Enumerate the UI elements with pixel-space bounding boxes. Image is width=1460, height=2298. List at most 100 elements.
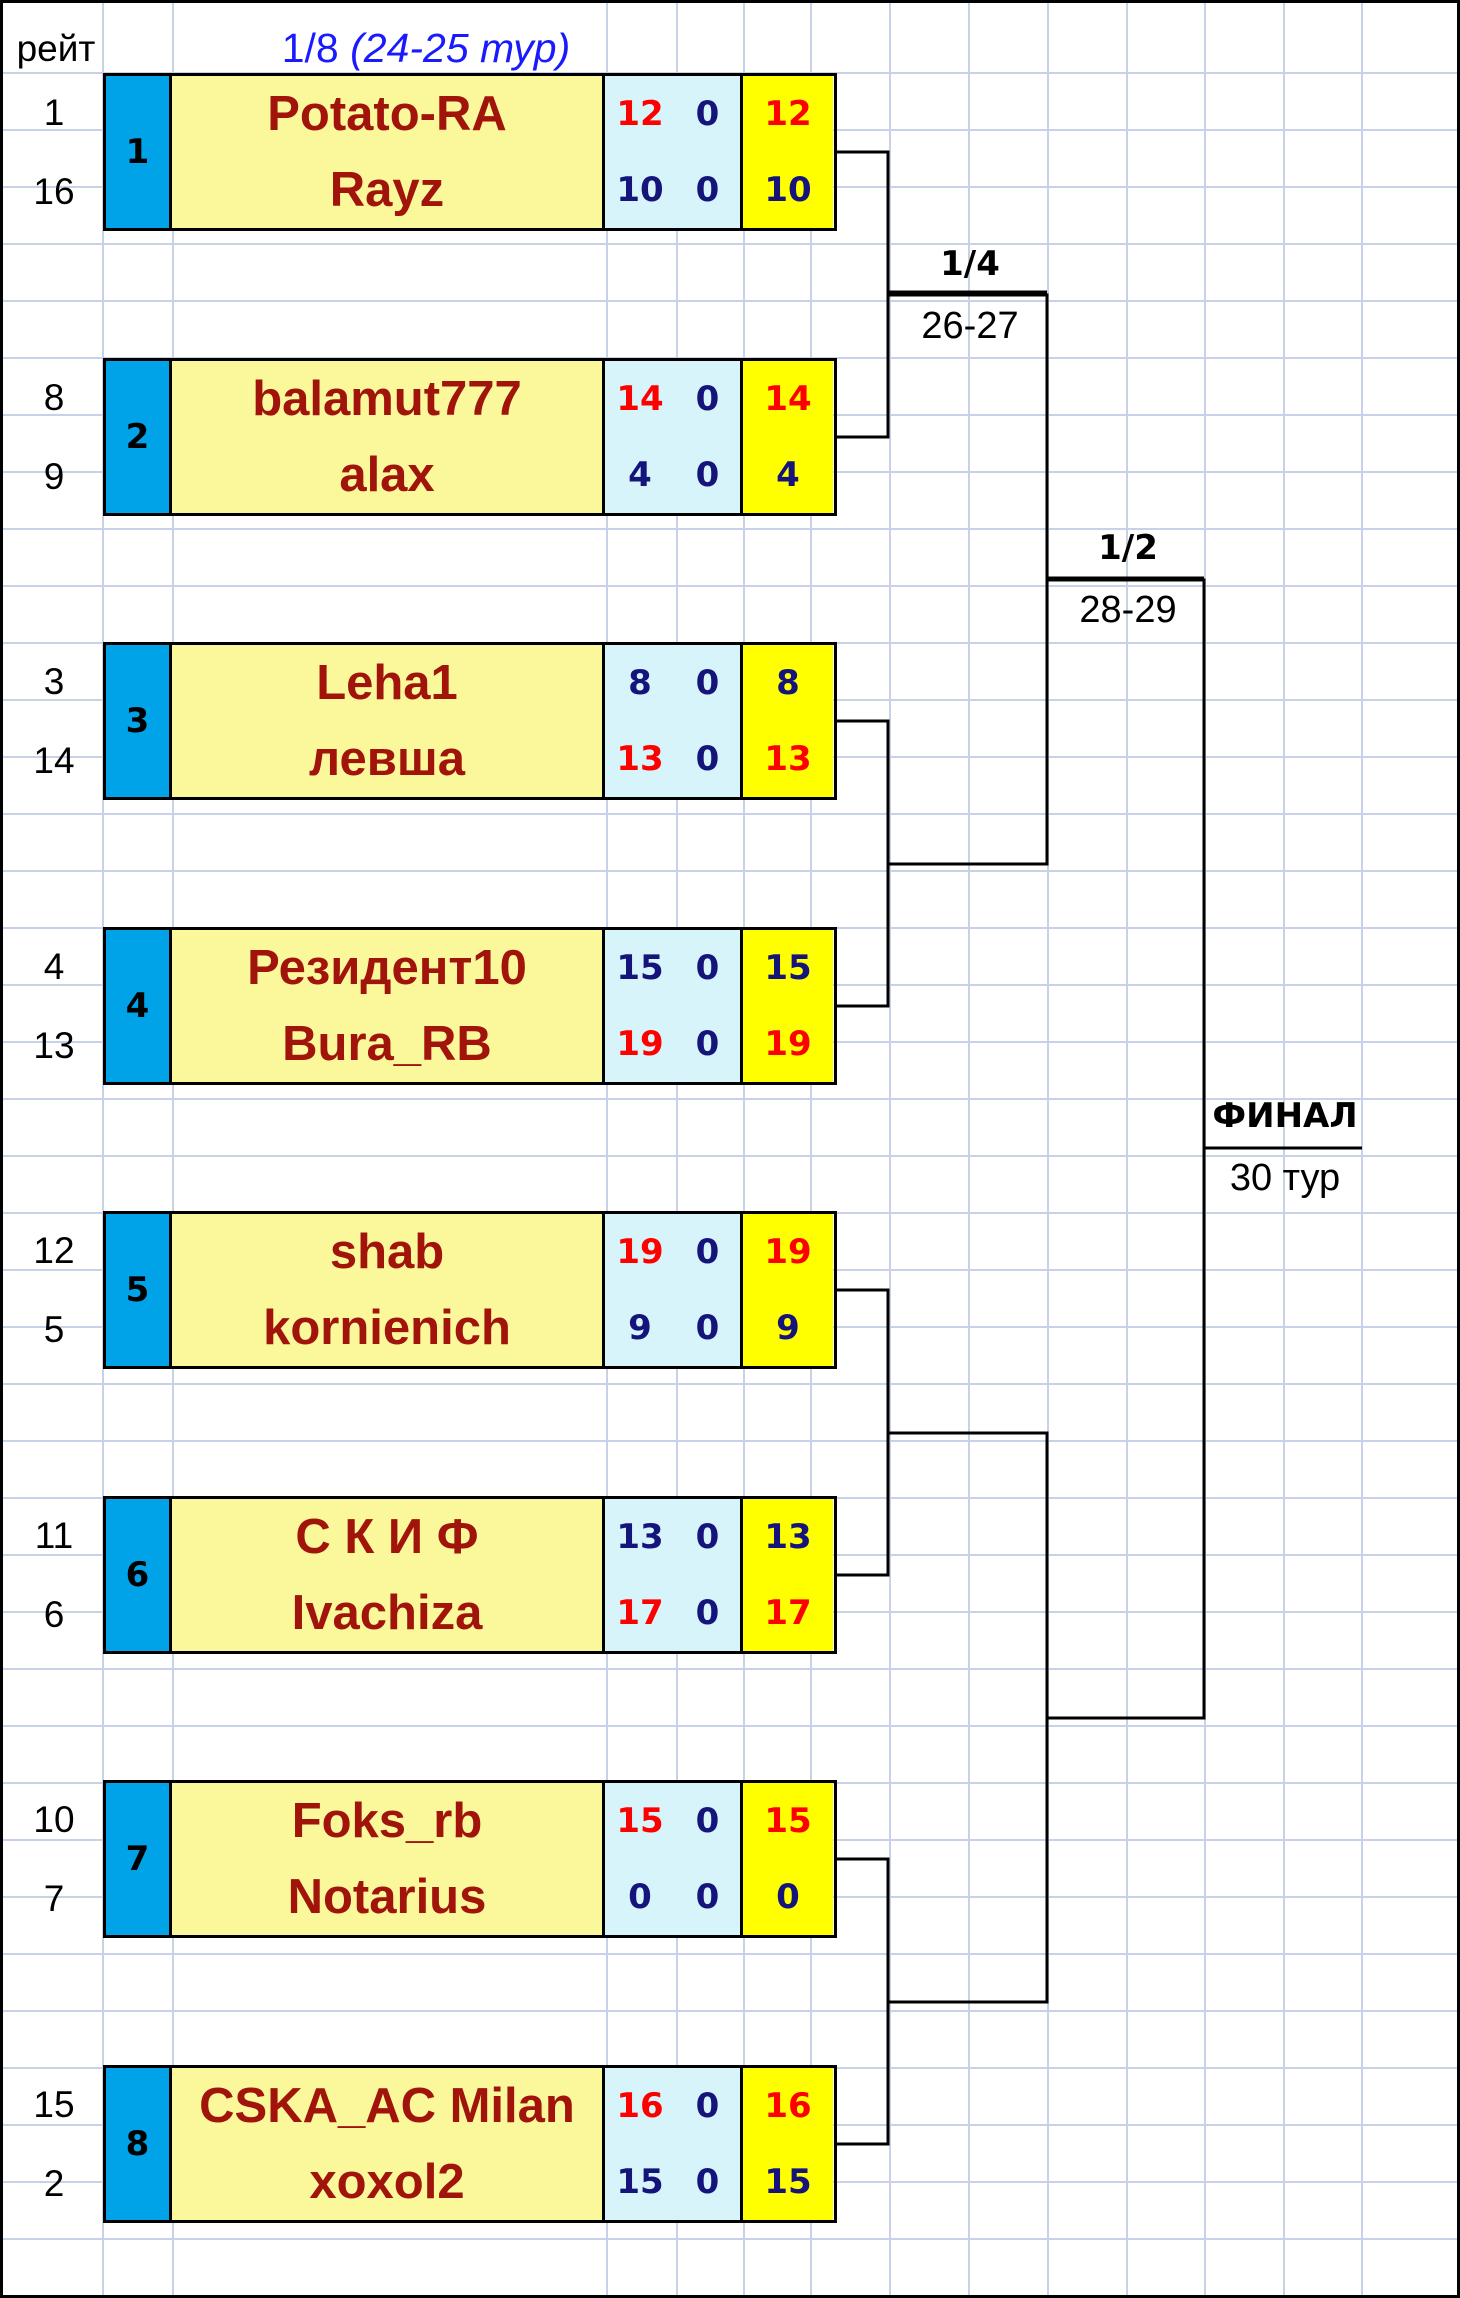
player-rating: 5 bbox=[43, 1308, 65, 1350]
match-number: 2 bbox=[106, 361, 172, 513]
total-score: 0 bbox=[776, 1877, 800, 1917]
first-leg-score: 15 bbox=[616, 2162, 664, 2202]
quarterfinal-tours: 26-27 bbox=[921, 304, 1019, 347]
second-leg-score: 0 bbox=[695, 1801, 720, 1841]
total-score: 15 bbox=[764, 2162, 812, 2202]
round-of-16-title: 1/8 (24-25 тур) bbox=[176, 20, 676, 76]
player-name: Ivachiza bbox=[291, 1586, 483, 1640]
total-score: 15 bbox=[764, 948, 812, 988]
total-score: 14 bbox=[764, 379, 812, 419]
bracket-connector bbox=[837, 1857, 890, 2146]
total-score: 13 bbox=[764, 739, 812, 779]
second-leg-score: 0 bbox=[695, 663, 720, 703]
match-number: 6 bbox=[106, 1499, 172, 1651]
first-leg-score: 14 bbox=[616, 379, 664, 419]
first-leg-score: 19 bbox=[616, 1232, 664, 1272]
player-name: Rayz bbox=[329, 163, 445, 217]
player-name: С К И Ф bbox=[295, 1510, 479, 1564]
first-leg-score: 19 bbox=[616, 1024, 664, 1064]
player-name: Резидент10 bbox=[247, 941, 527, 995]
player-names-cell: Leha1 левша bbox=[172, 645, 605, 797]
player-rating: 15 bbox=[33, 2083, 75, 2125]
player-rating: 8 bbox=[43, 376, 65, 418]
player-name: Foks_rb bbox=[291, 1794, 483, 1848]
match-box: 3 Leha1 левша 8 0 13 0 8 13 bbox=[103, 642, 837, 800]
second-leg-score: 0 bbox=[695, 739, 720, 779]
second-leg-score: 0 bbox=[695, 948, 720, 988]
total-score: 17 bbox=[764, 1593, 812, 1633]
round-of-16-label: 1/8 bbox=[281, 24, 339, 71]
player-name: левша bbox=[309, 732, 465, 786]
match-number: 1 bbox=[106, 76, 172, 228]
first-leg-score: 16 bbox=[616, 2086, 664, 2126]
player-name: kornienich bbox=[263, 1301, 511, 1355]
first-leg-score: 10 bbox=[616, 170, 664, 210]
player-name: Leha1 bbox=[316, 656, 458, 710]
total-score-cell: 8 13 bbox=[743, 645, 833, 797]
bracket-connector bbox=[837, 719, 890, 1008]
total-score: 4 bbox=[776, 455, 800, 495]
leg-scores-cell: 15 0 19 0 bbox=[605, 930, 743, 1082]
second-leg-score: 0 bbox=[695, 455, 720, 495]
first-leg-score: 13 bbox=[616, 739, 664, 779]
rating-column-header: рейт bbox=[16, 28, 96, 69]
player-names-cell: С К И Ф Ivachiza bbox=[172, 1499, 605, 1651]
first-leg-score: 17 bbox=[616, 1593, 664, 1633]
total-score: 19 bbox=[764, 1232, 812, 1272]
second-leg-score: 0 bbox=[695, 1232, 720, 1272]
match-number: 3 bbox=[106, 645, 172, 797]
player-names-cell: CSKA_AC Milan xoxol2 bbox=[172, 2068, 605, 2220]
second-leg-score: 0 bbox=[695, 379, 720, 419]
bracket-connector bbox=[888, 1431, 1049, 2004]
bracket-connector bbox=[837, 1288, 890, 1577]
second-leg-score: 0 bbox=[695, 94, 720, 134]
player-name: shab bbox=[329, 1225, 445, 1279]
first-leg-score: 8 bbox=[628, 663, 652, 703]
total-score: 12 bbox=[764, 94, 812, 134]
second-leg-score: 0 bbox=[695, 2086, 720, 2126]
second-leg-score: 0 bbox=[695, 170, 720, 210]
player-rating: 12 bbox=[33, 1229, 75, 1271]
player-name: Bura_RB bbox=[282, 1017, 492, 1071]
quarterfinal-label: 1/4 bbox=[940, 244, 1000, 284]
total-score: 9 bbox=[776, 1308, 800, 1348]
player-rating: 13 bbox=[33, 1024, 75, 1066]
player-names-cell: shab kornienich bbox=[172, 1214, 605, 1366]
second-leg-score: 0 bbox=[695, 1517, 720, 1557]
player-rating: 14 bbox=[33, 739, 75, 781]
bracket-connector bbox=[837, 150, 890, 439]
player-name: balamut777 bbox=[252, 372, 522, 426]
total-score-cell: 14 4 bbox=[743, 361, 833, 513]
first-leg-score: 15 bbox=[616, 1801, 664, 1841]
first-leg-score: 0 bbox=[628, 1877, 652, 1917]
player-name: Notarius bbox=[287, 1870, 487, 1924]
player-rating: 10 bbox=[33, 1798, 75, 1840]
second-leg-score: 0 bbox=[695, 1877, 720, 1917]
bracket-connector bbox=[1047, 578, 1206, 1720]
total-score: 16 bbox=[764, 2086, 812, 2126]
player-name: CSKA_AC Milan bbox=[199, 2079, 575, 2133]
second-leg-score: 0 bbox=[695, 1024, 720, 1064]
player-name: xoxol2 bbox=[309, 2155, 465, 2209]
first-leg-score: 15 bbox=[616, 948, 664, 988]
second-leg-score: 0 bbox=[695, 1308, 720, 1348]
player-rating: 2 bbox=[43, 2162, 65, 2204]
second-leg-score: 0 bbox=[695, 2162, 720, 2202]
leg-scores-cell: 8 0 13 0 bbox=[605, 645, 743, 797]
match-number: 4 bbox=[106, 930, 172, 1082]
semifinal-label: 1/2 bbox=[1098, 528, 1158, 568]
total-score: 8 bbox=[776, 663, 800, 703]
leg-scores-cell: 16 0 15 0 bbox=[605, 2068, 743, 2220]
final-tours: 30 тур bbox=[1229, 1156, 1341, 1199]
